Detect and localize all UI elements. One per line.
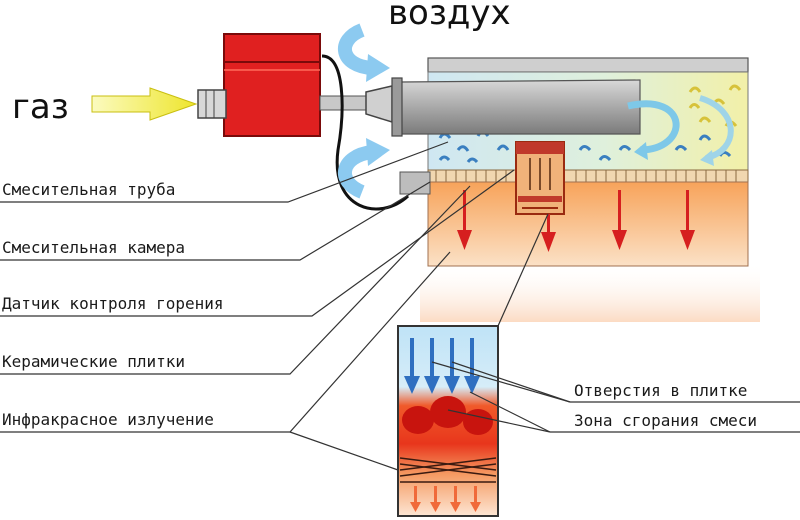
leader-lines	[0, 141, 800, 471]
combustion-sensor	[515, 141, 565, 215]
tile-detail-inset	[397, 325, 499, 517]
gas-flow-arrow	[91, 87, 198, 121]
heat-glow	[420, 262, 760, 322]
recirculation-arrow-2	[699, 95, 734, 161]
sensor-wire	[321, 54, 410, 211]
label-infrared-radiation: Инфракрасное излучение	[2, 410, 214, 429]
gas-valve	[223, 33, 321, 137]
gas-pipe	[319, 95, 369, 111]
heater-housing	[427, 57, 749, 73]
inset-flames	[402, 396, 493, 435]
label-mixing-chamber: Смесительная камера	[2, 238, 185, 257]
air-label: воздух	[388, 0, 511, 33]
inset-ir-arrows	[410, 486, 481, 512]
inset-tile-mesh	[399, 457, 497, 483]
label-ceramic-tiles: Керамические плитки	[2, 352, 185, 371]
tile-hatching	[435, 170, 737, 182]
mixing-tube	[399, 79, 641, 135]
label-mixing-tube: Смесительная труба	[2, 180, 175, 199]
inset-flow-arrows	[404, 338, 480, 394]
gas-valve-assembly	[197, 33, 410, 211]
radiant-panel	[427, 181, 749, 267]
label-combustion-zone: Зона сгорания смеси	[574, 411, 757, 430]
gas-inlet-fitting	[197, 89, 227, 119]
mounting-bracket	[399, 171, 431, 195]
heater-body	[399, 57, 749, 267]
recirculation-arrow-1	[627, 100, 680, 154]
inset-connector	[497, 213, 549, 327]
air-flow-arrows	[338, 23, 390, 199]
mixture-swirls	[438, 130, 732, 164]
gas-label: газ	[12, 87, 69, 127]
label-tile-holes: Отверстия в плитке	[574, 381, 747, 400]
injector-nozzle	[365, 85, 393, 124]
label-combustion-sensor: Датчик контроля горения	[2, 294, 224, 313]
heat-arrows	[457, 190, 695, 252]
